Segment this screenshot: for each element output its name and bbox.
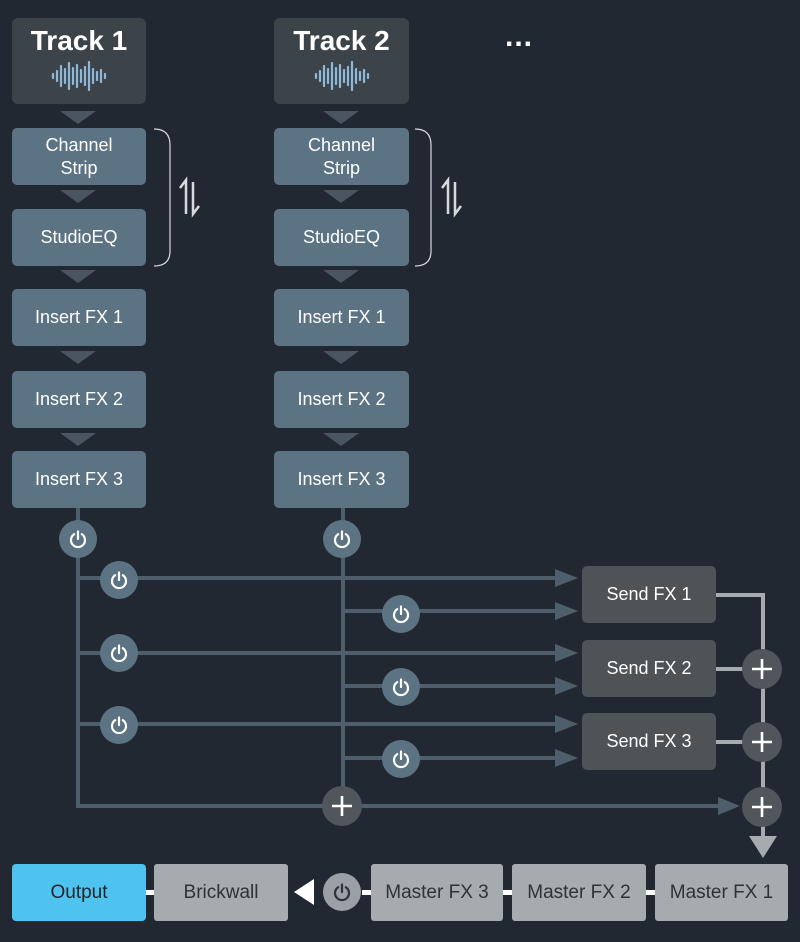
waveform-icon: [314, 60, 369, 92]
power-icon[interactable]: [59, 520, 97, 558]
track-2-channel-strip[interactable]: Channel Strip: [274, 128, 409, 185]
master-chain-connectors: [146, 879, 655, 905]
power-icon[interactable]: [382, 740, 420, 778]
plus-icon: [742, 787, 782, 827]
more-tracks-indicator: ...: [505, 20, 534, 53]
bus-down-arrow: [749, 836, 777, 858]
power-icon[interactable]: [323, 520, 361, 558]
swap-arrows-icon[interactable]: [441, 176, 462, 218]
plus-icon: [742, 722, 782, 762]
swap-bracket-track-1: [153, 128, 171, 267]
track-2-studio-eq[interactable]: StudioEQ: [274, 209, 409, 266]
send-fx-3[interactable]: Send FX 3: [582, 713, 716, 770]
send-fx-1[interactable]: Send FX 1: [582, 566, 716, 623]
waveform-icon: [51, 60, 107, 92]
master-fx-3[interactable]: Master FX 3: [371, 864, 503, 921]
chain-arrows: [60, 111, 359, 446]
power-icon[interactable]: [100, 706, 138, 744]
track-1-insert-fx-3[interactable]: Insert FX 3: [12, 451, 146, 508]
track-2-insert-fx-2[interactable]: Insert FX 2: [274, 371, 409, 428]
plus-icon: [322, 786, 362, 826]
track-2-title: Track 2: [293, 25, 390, 56]
brickwall-limiter[interactable]: Brickwall: [154, 864, 288, 921]
power-icon[interactable]: [382, 595, 420, 633]
master-fx-2[interactable]: Master FX 2: [512, 864, 646, 921]
swap-arrows-icon[interactable]: [179, 176, 200, 218]
track-2-header[interactable]: Track 2: [274, 18, 409, 104]
power-icon[interactable]: [382, 668, 420, 706]
track-2-insert-fx-3[interactable]: Insert FX 3: [274, 451, 409, 508]
plus-icon: [742, 649, 782, 689]
power-icon[interactable]: [100, 634, 138, 672]
track-1-insert-fx-1[interactable]: Insert FX 1: [12, 289, 146, 346]
track-1-studio-eq[interactable]: StudioEQ: [12, 209, 146, 266]
power-icon[interactable]: [100, 561, 138, 599]
track-1-title: Track 1: [30, 25, 128, 56]
master-fx-1[interactable]: Master FX 1: [655, 864, 788, 921]
track-1-insert-fx-2[interactable]: Insert FX 2: [12, 371, 146, 428]
track-2-insert-fx-1[interactable]: Insert FX 1: [274, 289, 409, 346]
send-fx-2[interactable]: Send FX 2: [582, 640, 716, 697]
swap-bracket-track-2: [414, 128, 432, 267]
track-routing-lines: [76, 507, 720, 808]
track-1-header[interactable]: Track 1: [12, 18, 146, 104]
output[interactable]: Output: [12, 864, 146, 921]
track-1-channel-strip[interactable]: Channel Strip: [12, 128, 146, 185]
send-arrowheads: [555, 569, 740, 815]
power-icon[interactable]: [323, 873, 361, 911]
